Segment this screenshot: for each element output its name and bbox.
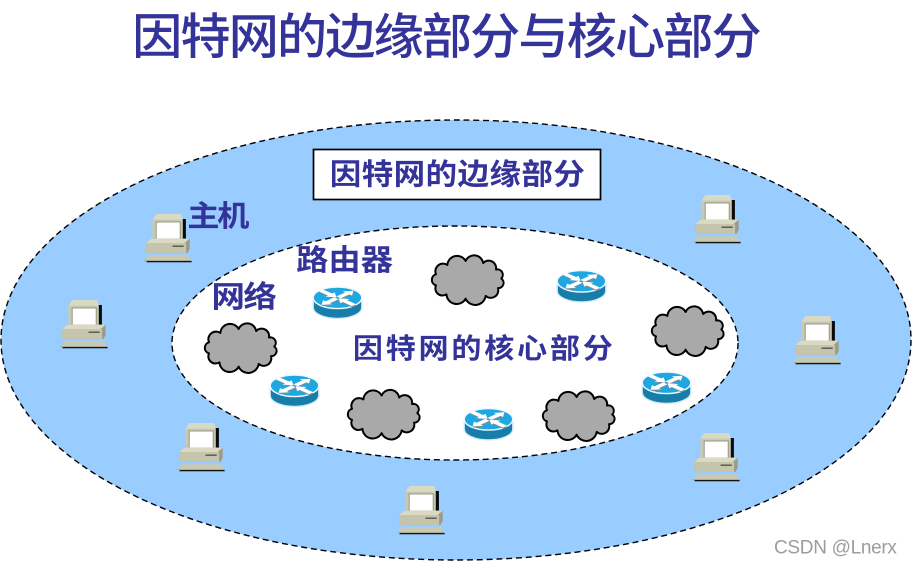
svg-text:CSDN @Lnerx: CSDN @Lnerx <box>774 538 897 559</box>
